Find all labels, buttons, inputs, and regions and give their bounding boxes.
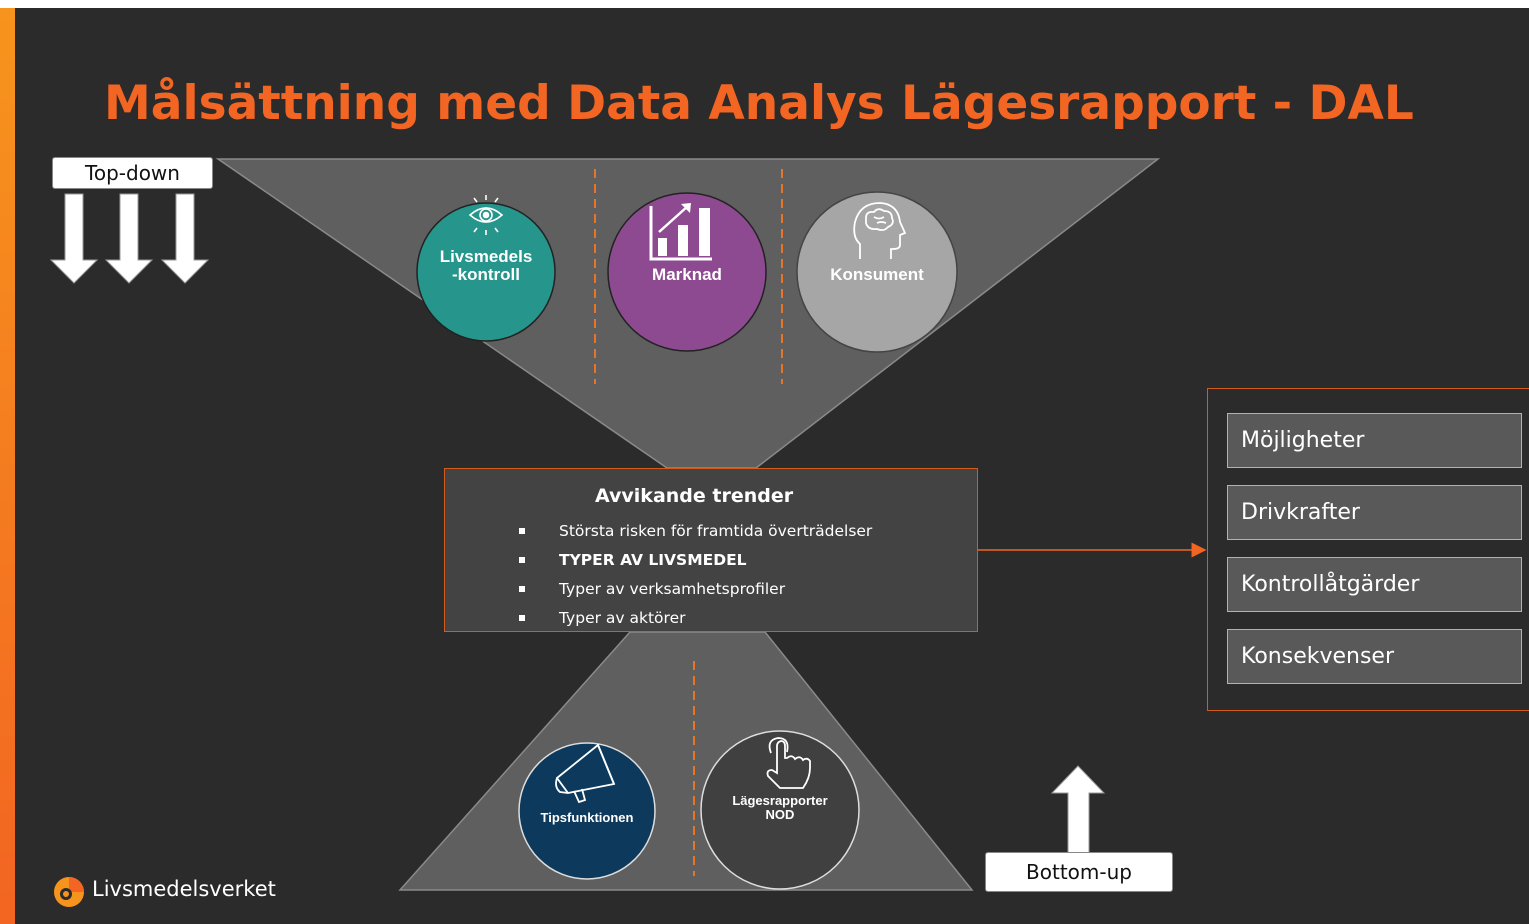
- avvikande-trender-title: Avvikande trender: [595, 485, 794, 507]
- list-item: Typer av aktörer: [517, 604, 872, 633]
- circle-tipsfunktionen: [518, 742, 656, 880]
- list-item: Största risken för framtida överträdelse…: [517, 517, 872, 546]
- slide: Målsättning med Data Analys Lägesrapport…: [0, 8, 1529, 924]
- avvikande-trender-list: Största risken för framtida överträdelse…: [517, 517, 872, 633]
- circle-marknad: [607, 192, 767, 352]
- livsmedelsverket-logo: Livsmedelsverket: [52, 873, 312, 913]
- outcome-item-drivkrafter: Drivkrafter: [1227, 485, 1522, 540]
- top-down-label: Top-down: [52, 157, 213, 189]
- avvikande-trender-box: Avvikande trender Största risken för fra…: [444, 468, 978, 632]
- outcome-item-konsekvenser: Konsekvenser: [1227, 629, 1522, 684]
- list-item: Typer av verksamhetsprofiler: [517, 575, 872, 604]
- outcome-item-mojligheter: Möjligheter: [1227, 413, 1522, 468]
- head-brain-icon: [853, 202, 907, 259]
- eye-icon: [468, 195, 504, 235]
- circle-livsmedelskontroll: [416, 202, 556, 342]
- bottom-funnel: [398, 631, 974, 891]
- bar-chart-growth-icon: [649, 203, 712, 261]
- bottom-up-label: Bottom-up: [985, 852, 1173, 892]
- list-item: TYPER AV LIVSMEDEL: [517, 546, 872, 575]
- diagram-shapes: [49, 158, 1207, 891]
- circle-lagesrapporter: [700, 730, 860, 890]
- logo-text: Livsmedelsverket: [92, 877, 276, 901]
- bottom-up-arrow: [1050, 765, 1106, 857]
- logo-icon: [54, 877, 84, 907]
- outcome-item-kontrollatgarder: Kontrollåtgärder: [1227, 557, 1522, 612]
- circle-label-livsmedelskontroll: Livsmedels -kontroll: [439, 247, 533, 284]
- circle-label-tipsfunktionen: Tipsfunktionen: [540, 810, 634, 825]
- circle-konsument: [796, 191, 958, 353]
- circle-label-marknad: Marknad: [652, 265, 722, 284]
- page-title: Målsättning med Data Analys Lägesrapport…: [104, 76, 1414, 131]
- outcome-panel: Möjligheter Drivkrafter Kontrollåtgärder…: [1207, 388, 1529, 711]
- hand-pointer-icon: [766, 737, 811, 789]
- accent-bar: [0, 8, 15, 924]
- top-down-arrows: [49, 193, 210, 284]
- megaphone-icon: [555, 743, 616, 804]
- circle-label-konsument: Konsument: [830, 265, 924, 284]
- circle-label-lagesrapporter: Lägesrapporter NOD: [732, 793, 828, 822]
